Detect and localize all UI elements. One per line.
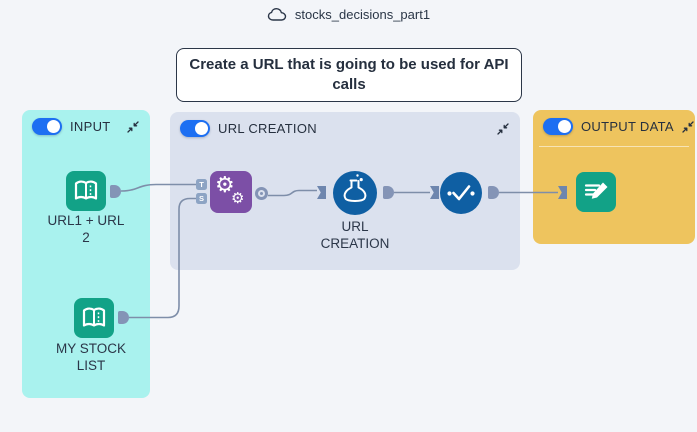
toggle-knob bbox=[195, 122, 208, 135]
port-out-dataset-url1-url2[interactable] bbox=[110, 185, 121, 198]
cloud-icon bbox=[267, 7, 287, 21]
node-url-creation-recipe[interactable] bbox=[333, 171, 377, 215]
zone-input-label: INPUT bbox=[70, 119, 111, 134]
zone-url-creation-label: URL CREATION bbox=[218, 121, 317, 136]
toggle-knob bbox=[558, 120, 571, 133]
node-prepare-recipe[interactable]: ⚙ ⚙ bbox=[210, 171, 252, 213]
zone-output-data-collapse-button[interactable] bbox=[682, 120, 694, 134]
node-label-url-creation: URL CREATION bbox=[320, 219, 390, 251]
port-in-output-dataset[interactable] bbox=[558, 186, 567, 199]
toggle-knob bbox=[47, 120, 60, 133]
node-dataset-my-stock-list[interactable] bbox=[74, 298, 114, 338]
zone-input: INPUT bbox=[22, 110, 150, 398]
node-output-dataset[interactable] bbox=[576, 172, 616, 212]
zone-url-creation-collapse-button[interactable] bbox=[496, 122, 510, 136]
node-verify-recipe[interactable] bbox=[440, 172, 482, 214]
port-out-prepare[interactable] bbox=[255, 187, 268, 200]
note-text-line-1: Create a URL that is going to be used fo… bbox=[189, 55, 509, 73]
port-out-dataset-my-stock-list[interactable] bbox=[118, 311, 129, 324]
port-out-url-creation[interactable] bbox=[383, 186, 394, 199]
zone-input-collapse-button[interactable] bbox=[126, 120, 140, 134]
port-out-verify[interactable] bbox=[488, 186, 499, 199]
zone-input-toggle[interactable] bbox=[32, 118, 62, 135]
gears-icon: ⚙ bbox=[215, 173, 235, 198]
flask-icon bbox=[343, 174, 367, 202]
port-in-prepare-bottom[interactable]: S bbox=[196, 193, 207, 204]
port-in-url-creation[interactable] bbox=[317, 186, 326, 199]
node-label-dataset-my-stock-list: MY STOCK LIST bbox=[55, 341, 127, 373]
flow-note[interactable]: Create a URL that is going to be used fo… bbox=[176, 48, 522, 102]
node-dataset-url1-url2[interactable] bbox=[66, 171, 106, 211]
edit-document-icon bbox=[584, 182, 608, 199]
collapse-arrows-icon bbox=[497, 122, 509, 135]
flow-name[interactable]: stocks_decisions_part1 bbox=[294, 7, 431, 22]
zone-url-creation-header: URL CREATION bbox=[170, 112, 520, 137]
node-label-dataset-url1-url2: URL1 + URL 2 bbox=[47, 213, 125, 245]
zone-output-data-header: OUTPUT DATA bbox=[533, 110, 695, 135]
zone-input-header: INPUT bbox=[22, 110, 150, 135]
gear-small-icon: ⚙ bbox=[231, 189, 245, 207]
check-icon bbox=[447, 185, 475, 201]
zone-output-data-toggle[interactable] bbox=[543, 118, 573, 135]
zone-url-creation-toggle[interactable] bbox=[180, 120, 210, 137]
open-book-icon bbox=[74, 180, 98, 200]
port-in-verify[interactable] bbox=[430, 186, 439, 199]
zone-output-data-label: OUTPUT DATA bbox=[581, 119, 674, 134]
collapse-arrows-icon bbox=[127, 120, 139, 133]
flow-header: stocks_decisions_part1 bbox=[0, 7, 697, 22]
port-in-prepare-top[interactable]: T bbox=[196, 179, 207, 190]
collapse-arrows-icon bbox=[682, 120, 694, 133]
note-text-line-2: calls bbox=[332, 76, 366, 93]
open-book-icon bbox=[82, 307, 106, 327]
zone-header-divider bbox=[539, 146, 689, 147]
